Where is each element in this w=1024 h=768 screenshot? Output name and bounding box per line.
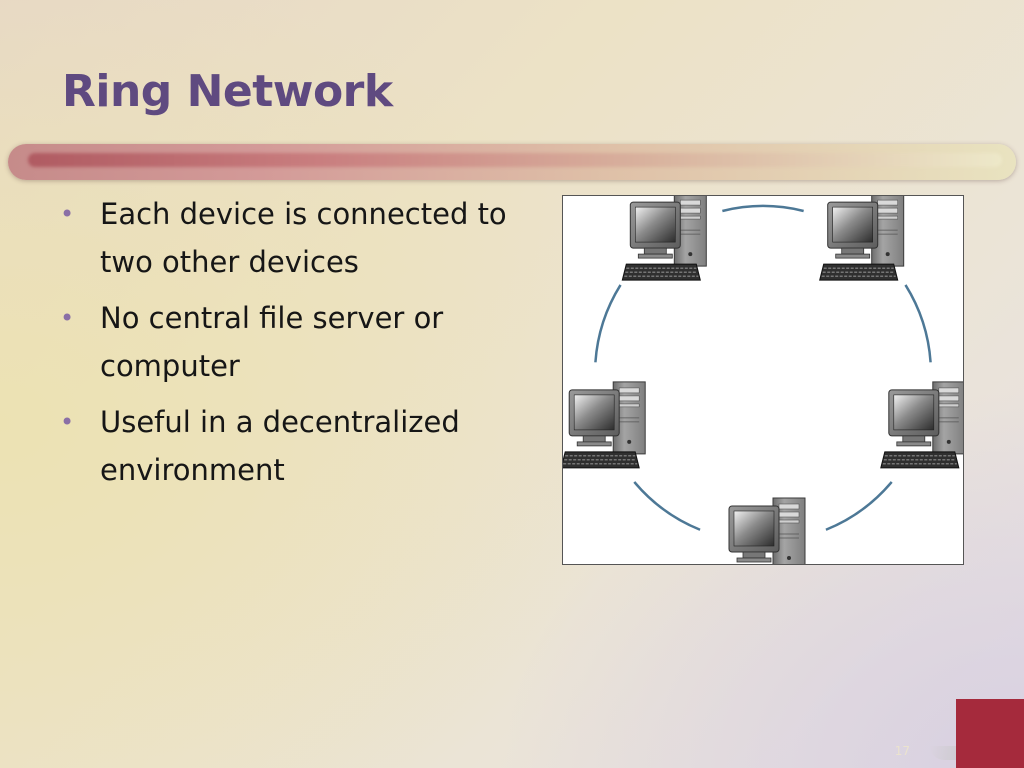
desktop-computer-icon (563, 381, 646, 469)
title-underline-bar (8, 144, 1016, 180)
bullet-text: Useful in a decentralized environment (100, 405, 460, 487)
ring-network-diagram (562, 195, 964, 565)
bullet-list: • Each device is connected to two other … (60, 190, 510, 502)
title-underline-glow (28, 153, 1002, 167)
bullet-text: No central file server or computer (100, 301, 444, 383)
desktop-computer-icon (720, 497, 806, 564)
bullet-item: • Each device is connected to two other … (60, 190, 510, 286)
desktop-computer-icon (819, 196, 905, 281)
ring-link (722, 204, 804, 213)
ring-link (594, 284, 622, 363)
corner-accent-block (956, 699, 1024, 768)
bullet-item: • Useful in a decentralized environment (60, 398, 510, 494)
desktop-computer-icon (621, 196, 707, 281)
ring-link (825, 481, 893, 531)
bullet-dot-icon: • (60, 408, 75, 436)
desktop-computer-icon (880, 381, 963, 469)
slide-title: Ring Network (62, 66, 393, 117)
bullet-item: • No central file server or computer (60, 294, 510, 390)
ring-diagram-canvas (563, 196, 963, 564)
page-number: 17 (894, 744, 910, 758)
ring-link (633, 481, 701, 531)
bullet-text: Each device is connected to two other de… (100, 197, 507, 279)
bullet-dot-icon: • (60, 200, 75, 228)
corner-swoosh (930, 746, 960, 760)
ring-link (904, 284, 932, 363)
bullet-dot-icon: • (60, 304, 75, 332)
